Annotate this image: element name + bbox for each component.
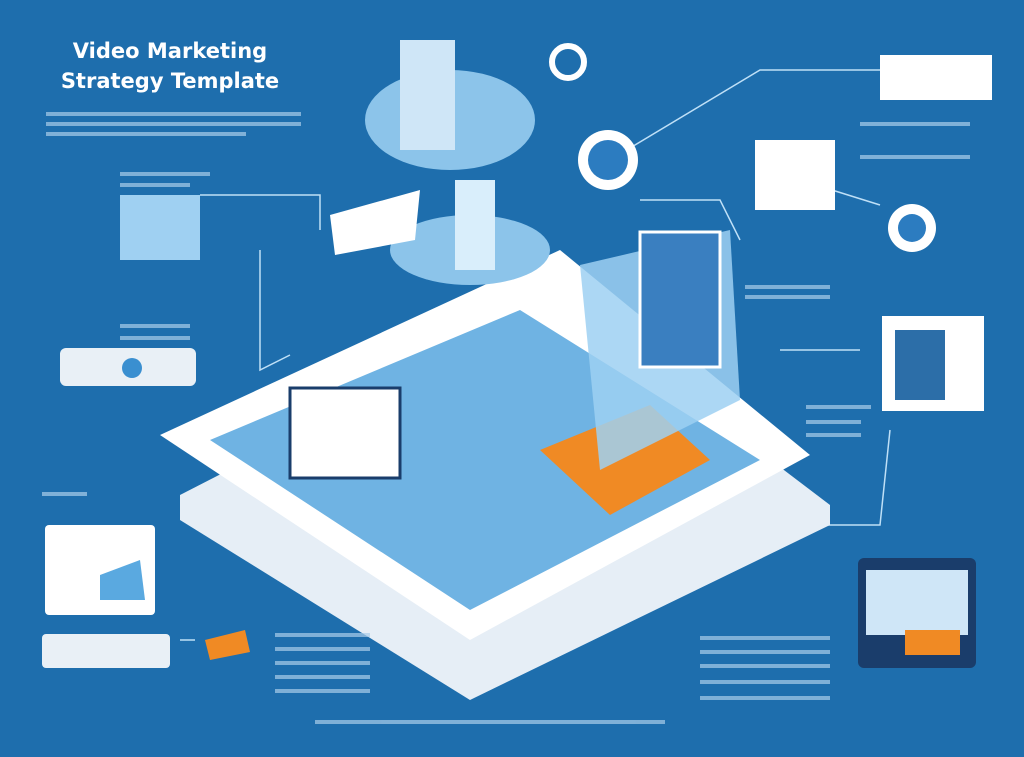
title-line-1: Video Marketing: [72, 39, 268, 63]
connector-lines: [180, 69, 891, 641]
circle-icon-top: [549, 43, 936, 252]
page-title: Video Marketing Strategy Template: [40, 36, 300, 96]
intro-text-lines: [46, 112, 301, 136]
caption-text-lines: [42, 122, 970, 724]
central-platform: [160, 230, 830, 700]
side-cards: [42, 55, 992, 668]
isometric-building-top: [365, 40, 550, 285]
title-line-2: Strategy Template: [60, 69, 280, 93]
